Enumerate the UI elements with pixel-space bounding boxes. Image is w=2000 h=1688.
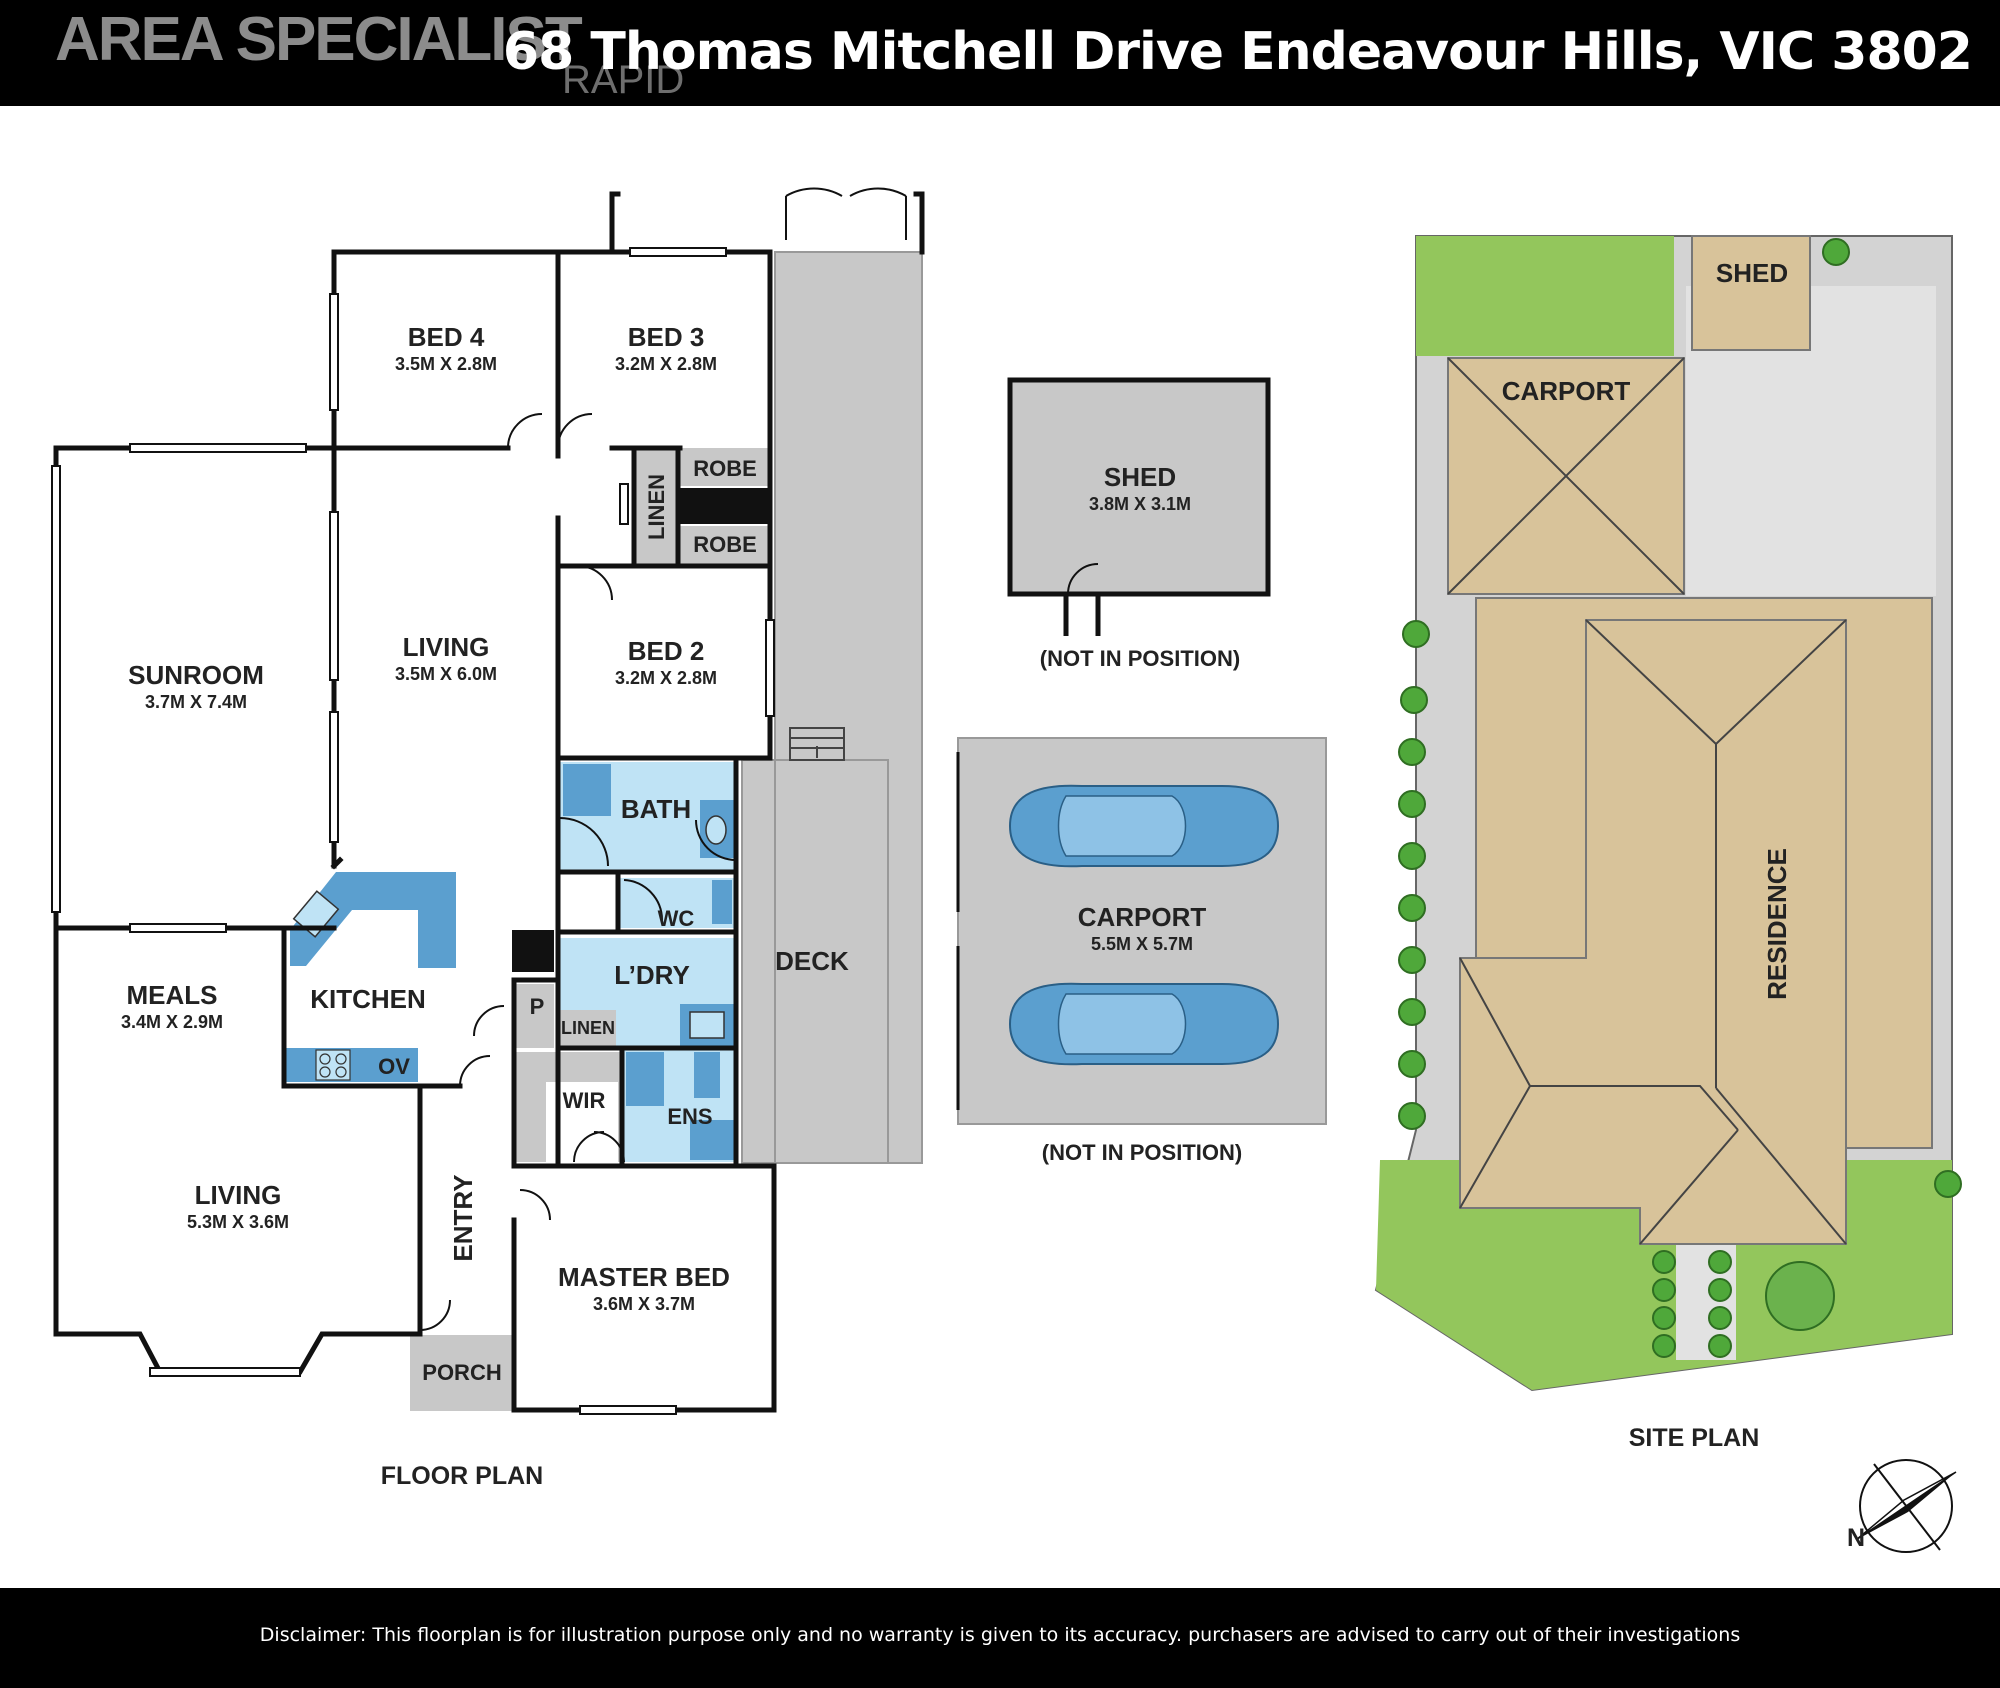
shed-size: 3.8M X 3.1M: [1089, 494, 1191, 514]
floor-plan-caption: FLOOR PLAN: [381, 1462, 544, 1490]
robe-bottom-label: ROBE: [693, 532, 757, 557]
bed3-name: BED 3: [628, 322, 705, 352]
pantry-area: [514, 984, 554, 1048]
porch-area: [410, 1335, 516, 1411]
floor-plan: BED 4 3.5M X 2.8M BED 3 3.2M X 2.8M BED …: [51, 187, 925, 1490]
deck-steps: [789, 727, 845, 761]
meals-name: MEALS: [127, 980, 218, 1010]
oven-label: OV: [378, 1054, 410, 1079]
wir-label: WIR: [563, 1088, 606, 1113]
kitchen-label: KITCHEN: [310, 984, 426, 1014]
north-arrow-icon: [1855, 1459, 1957, 1553]
bathtub: [563, 764, 611, 816]
doors: [419, 187, 907, 1331]
car-icon: [1008, 982, 1280, 1066]
site-plan: SHED CARPORT RESIDENCE: [1374, 235, 1962, 1553]
robe-top-label: ROBE: [693, 456, 757, 481]
outbuildings: SHED 3.8M X 3.1M (NOT IN POSITION) CARPO…: [956, 377, 1327, 1165]
pantry-label: P: [530, 994, 545, 1019]
property-address: 68 Thomas Mitchell Drive Endeavour Hills…: [502, 22, 1973, 82]
cooktop: [315, 1049, 351, 1081]
robe-top-area: [680, 448, 770, 486]
ensuite-toilet: [694, 1052, 720, 1098]
side-deck-strip: [775, 252, 922, 1163]
brand-subtitle: RAPID: [562, 58, 685, 102]
windows: [51, 247, 775, 1415]
linen-top-area: [636, 448, 676, 566]
car-icon: [1008, 784, 1280, 868]
footer-bar: Disclaimer: This floorplan is for illust…: [0, 1588, 2000, 1688]
north-label: N: [1847, 1524, 1865, 1552]
shed-name: SHED: [1104, 462, 1176, 492]
residence-label: RESIDENCE: [1762, 848, 1792, 1000]
kitchen-benches: [286, 872, 456, 1082]
bed4-size: 3.5M X 2.8M: [395, 354, 497, 374]
sunroom-name: SUNROOM: [128, 660, 264, 690]
header-bar: AREA SPECIALIST RAPID 68 Thomas Mitchell…: [0, 0, 2000, 106]
bath-fixtures: [563, 764, 736, 1160]
deck-label: DECK: [775, 946, 849, 976]
bath-label: BATH: [621, 794, 691, 824]
living-top-size: 3.5M X 6.0M: [395, 664, 497, 684]
shed-note: (NOT IN POSITION): [1040, 646, 1240, 671]
carport-note: (NOT IN POSITION): [1042, 1140, 1242, 1165]
ensuite-label: ENS: [667, 1104, 712, 1129]
bed3-size: 3.2M X 2.8M: [615, 354, 717, 374]
bed2-name: BED 2: [628, 636, 705, 666]
robe-divider: [680, 488, 770, 524]
robe-bottom-area: [680, 526, 770, 566]
wc-label: WC: [658, 906, 695, 931]
site-shed: [1691, 235, 1811, 351]
kitchen-dark-block: [512, 930, 554, 972]
linen-bottom-area: [560, 1010, 616, 1048]
cooktop-bench: [286, 1048, 418, 1082]
roof-ridges: [1459, 619, 1847, 1245]
carport-name: CARPORT: [1078, 902, 1207, 932]
shrub-row: [1398, 238, 1962, 1358]
site-shed-label: SHED: [1716, 258, 1788, 288]
site-carport-label: CARPORT: [1502, 376, 1631, 406]
entry-label: ENTRY: [448, 1174, 478, 1261]
site-plan-caption: SITE PLAN: [1629, 1424, 1760, 1452]
bed4-name: BED 4: [408, 322, 485, 352]
disclaimer-text: Disclaimer: This floorplan is for illust…: [259, 1624, 1741, 1646]
meals-size: 3.4M X 2.9M: [121, 1012, 223, 1032]
bed2-size: 3.2M X 2.8M: [615, 668, 717, 688]
porch-label: PORCH: [422, 1360, 501, 1385]
toilet: [712, 880, 732, 924]
linen-top-label: LINEN: [644, 474, 669, 540]
lawn-rear: [1416, 236, 1674, 356]
sunroom-size: 3.7M X 7.4M: [145, 692, 247, 712]
living-top-name: LIVING: [403, 632, 490, 662]
plan-canvas: BED 4 3.5M X 2.8M BED 3 3.2M X 2.8M BED …: [51, 187, 1962, 1553]
master-bed-size: 3.6M X 3.7M: [593, 1294, 695, 1314]
laundry-label: L’DRY: [614, 960, 690, 990]
living-bottom-name: LIVING: [195, 1180, 282, 1210]
brand-logo: AREA SPECIALIST: [55, 5, 583, 74]
master-bed-name: MASTER BED: [558, 1262, 730, 1292]
site-carport: [1447, 357, 1685, 595]
carport-size: 5.5M X 5.7M: [1091, 934, 1193, 954]
residence-roof: [1459, 597, 1933, 1245]
linen-bottom-label: LINEN: [561, 1018, 615, 1038]
ensuite-shower: [626, 1052, 664, 1106]
shed-outline: [1007, 377, 1271, 597]
living-bottom-size: 5.3M X 3.6M: [187, 1212, 289, 1232]
ensuite-vanity: [690, 1120, 736, 1160]
